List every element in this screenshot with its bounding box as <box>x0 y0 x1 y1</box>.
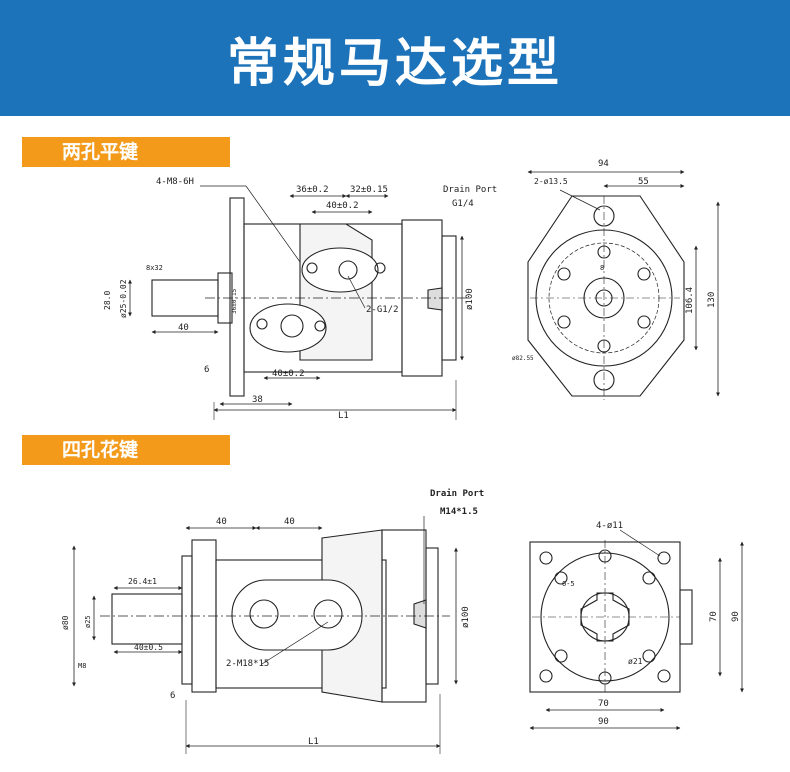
dim-25: ø25 <box>84 615 92 628</box>
dim-8: 8 <box>600 264 604 272</box>
hole-label: 2-ø13.5 <box>534 177 568 186</box>
dim-90-vert: 90 <box>731 611 741 622</box>
dim-6: 6 <box>204 365 209 375</box>
motor1-front-view <box>527 170 720 400</box>
page-title: 常规马达选型 <box>226 33 563 94</box>
dim-130: 130 <box>707 292 717 308</box>
port-label: 2-M18*15 <box>226 659 269 669</box>
dim-70-vert: 70 <box>709 611 719 622</box>
dim-100: ø100 <box>465 288 475 310</box>
spline-label: 6-5 <box>562 580 575 588</box>
dim-106: 106.4 <box>685 287 695 314</box>
dim-90-horiz: 90 <box>598 717 609 727</box>
section-tag-four-hole: 四孔花键 <box>22 435 230 465</box>
motor2-front-view <box>529 529 744 730</box>
dim-40-top: 40±0.2 <box>326 201 359 211</box>
dim-pcd: ø82.55 <box>512 355 534 362</box>
dim-21: ø21 <box>628 657 643 666</box>
dim-55: 55 <box>638 177 649 187</box>
port-label: 2-G1/2 <box>366 305 399 315</box>
motor2-side-labels: 40 40 Drain Port M14*1.5 26.4±1 ø80 ø25 … <box>61 488 484 747</box>
key-label: 8x32 <box>146 264 163 272</box>
motor2-front-labels: 4-ø11 6-5 70 90 70 90 ø21 <box>562 521 741 727</box>
dim-94: 94 <box>598 159 609 169</box>
title-banner: 常规马达选型 <box>0 0 790 116</box>
dim-25: ø25-0.02 <box>119 279 128 318</box>
dim-100: ø100 <box>461 606 471 628</box>
dim-70-horiz: 70 <box>598 699 609 709</box>
motor1-side-labels: 4-M8-6H 36±0.2 32±0.15 40±0.2 Drain Port… <box>103 177 497 421</box>
dim-28: 28.0 <box>103 291 112 310</box>
dim-40-bottom: 40±0.2 <box>272 369 305 379</box>
motor1-side-view <box>128 185 470 420</box>
dim-l1: L1 <box>338 411 349 421</box>
dim-40-left: 40 <box>216 517 227 527</box>
thread-label: 4-M8-6H <box>156 177 194 187</box>
dim-264: 26.4±1 <box>128 577 157 586</box>
dim-l1: L1 <box>308 737 319 747</box>
motor1-front-labels: 94 55 2-ø13.5 106.4 130 8 ø82.55 <box>512 159 717 362</box>
g14-label: G1/4 <box>452 199 474 209</box>
dim-40-right: 40 <box>284 517 295 527</box>
dim-40-shaft: 40 <box>178 323 189 333</box>
dim-6: 6 <box>170 691 175 701</box>
dim-36: 36±0.2 <box>296 185 329 195</box>
m8-label: M8 <box>78 662 86 670</box>
section-tag-two-hole: 两孔平键 <box>22 137 230 167</box>
dim-32: 32±0.15 <box>350 185 388 195</box>
dim-36-vert: 36±0.15 <box>231 288 238 314</box>
drain-port-label: Drain Port <box>443 185 497 195</box>
dim-80: ø80 <box>61 615 70 630</box>
motor2-side-view <box>72 516 458 754</box>
hole-label: 4-ø11 <box>596 521 623 531</box>
dim-405: 40±0.5 <box>134 643 163 652</box>
dim-38: 38 <box>252 395 263 405</box>
m14-label: M14*1.5 <box>440 507 478 517</box>
drain-port-label: Drain Port <box>430 488 484 499</box>
